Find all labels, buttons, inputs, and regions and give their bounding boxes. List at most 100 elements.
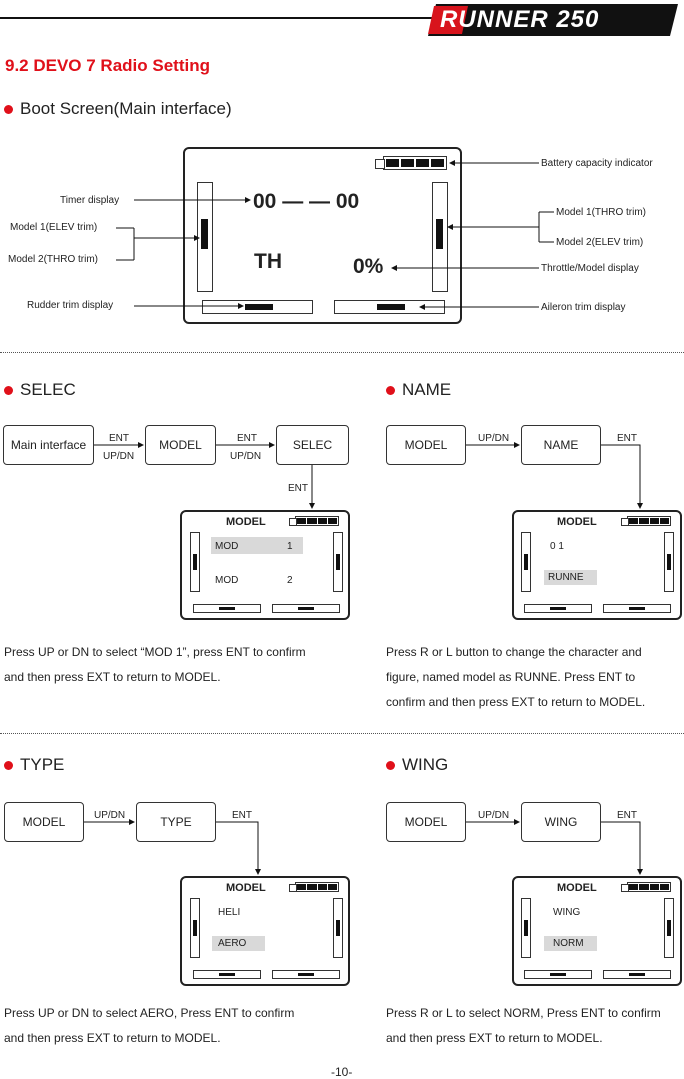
- left-trim: [190, 898, 200, 958]
- type-type-box: TYPE: [136, 802, 216, 842]
- left-trim-bar: [201, 219, 208, 249]
- mode-display: TH: [254, 250, 282, 273]
- label-model1-elev: Model 1(ELEV trim): [10, 222, 98, 233]
- selec-row2-value: 2: [287, 575, 293, 586]
- name-lcd: [512, 510, 682, 620]
- bottom-trim-left: [193, 970, 261, 979]
- timer-display: 00 — — 00: [253, 190, 360, 213]
- wing-updn: UP/DN: [478, 810, 510, 821]
- battery-tip: [289, 884, 297, 892]
- type-lcd-title: MODEL: [226, 882, 266, 894]
- type-highlight: [212, 936, 265, 951]
- bottom-trim-left-bar: [550, 973, 566, 976]
- bottom-trim-right: [272, 970, 340, 979]
- rudder-trim: [202, 300, 313, 314]
- right-trim-bar: [336, 920, 340, 936]
- wing-text-line-1: Press R or L to select NORM, Press ENT t…: [386, 1006, 661, 1020]
- boot-lcd: [183, 147, 462, 324]
- header-rule: [0, 17, 440, 19]
- name-highlight: [544, 570, 597, 585]
- bottom-trim-left: [193, 604, 261, 613]
- left-trim: [521, 898, 531, 958]
- name-ent: ENT: [617, 433, 637, 444]
- bottom-trim-right-bar: [629, 973, 645, 976]
- selec-highlight: [211, 537, 303, 554]
- name-text-line-3: confirm and then press EXT to return to …: [386, 695, 646, 709]
- label-aileron: Aileron trim display: [541, 302, 626, 313]
- bullet-icon: [4, 104, 13, 114]
- type-row1: HELI: [218, 907, 241, 918]
- bottom-trim-right-bar: [298, 973, 314, 976]
- bullet-icon: [4, 385, 13, 395]
- selec-row1-label: MOD: [215, 541, 239, 552]
- name-lcd-title: MODEL: [557, 516, 597, 528]
- right-trim: [664, 898, 674, 958]
- wing-highlight: [544, 936, 597, 951]
- page-number: -10-: [331, 1065, 353, 1079]
- name-row1: 0 1: [550, 541, 564, 552]
- rudder-trim-bar: [245, 304, 273, 310]
- wing-heading: WING: [386, 755, 448, 775]
- bottom-trim-left: [524, 604, 592, 613]
- selec-row2-label: MOD: [215, 575, 239, 586]
- name-heading-text: NAME: [402, 380, 452, 399]
- battery-tip: [621, 884, 629, 892]
- name-row2: RUNNE: [548, 572, 584, 583]
- runner-logo: [428, 4, 678, 36]
- divider-1: [0, 352, 684, 353]
- right-trim: [333, 532, 343, 592]
- type-model-box: MODEL: [4, 802, 84, 842]
- right-trim-bar: [436, 219, 443, 249]
- wing-row2: NORM: [553, 938, 584, 949]
- left-trim: [521, 532, 531, 592]
- type-updn: UP/DN: [94, 810, 126, 821]
- left-trim-bar: [193, 554, 197, 570]
- label-timer: Timer display: [60, 195, 120, 206]
- section-title: 9.2 DEVO 7 Radio Setting: [5, 56, 210, 75]
- bottom-trim-right: [603, 604, 671, 613]
- selec-updn-1: UP/DN: [103, 451, 135, 462]
- type-text: Press UP or DN to select AERO, Press ENT…: [4, 1001, 294, 1051]
- type-row2: AERO: [218, 938, 247, 949]
- selec-ent-1: ENT: [109, 433, 129, 444]
- boot-heading: Boot Screen(Main interface): [4, 99, 232, 119]
- type-ent: ENT: [232, 810, 252, 821]
- boot-heading-text: Boot Screen(Main interface): [20, 99, 232, 118]
- selec-text-line-2: and then press EXT to return to MODEL.: [4, 670, 221, 684]
- bottom-trim-left-bar: [219, 607, 235, 610]
- wing-text: Press R or L to select NORM, Press ENT t…: [386, 1001, 661, 1051]
- type-text-line-1: Press UP or DN to select AERO, Press ENT…: [4, 1006, 295, 1020]
- selec-lcd: [180, 510, 350, 620]
- name-heading: NAME: [386, 380, 451, 400]
- selec-ent-3: ENT: [288, 483, 308, 494]
- type-lcd: [180, 876, 350, 986]
- selec-updn-2: UP/DN: [230, 451, 262, 462]
- name-text-line-1: Press R or L button to change the charac…: [386, 645, 642, 659]
- bottom-trim-left: [524, 970, 592, 979]
- wing-wing-box: WING: [521, 802, 601, 842]
- label-model2-elev: Model 2(ELEV trim): [556, 237, 644, 248]
- bullet-icon: [386, 760, 395, 770]
- right-trim: [333, 898, 343, 958]
- wing-heading-text: WING: [402, 755, 449, 774]
- bottom-trim-right-bar: [298, 607, 314, 610]
- selec-ent-2: ENT: [237, 433, 257, 444]
- selec-text-line-1: Press UP or DN to select “MOD 1”, press …: [4, 645, 306, 659]
- bottom-trim-right: [603, 970, 671, 979]
- bottom-trim-left-bar: [219, 973, 235, 976]
- label-battery: Battery capacity indicator: [541, 158, 653, 169]
- selec-text: Press UP or DN to select “MOD 1”, press …: [4, 640, 306, 690]
- bottom-trim-left-bar: [550, 607, 566, 610]
- left-trim: [190, 532, 200, 592]
- wing-ent: ENT: [617, 810, 637, 821]
- name-model-box: MODEL: [386, 425, 466, 465]
- label-throttle-model: Throttle/Model display: [541, 263, 639, 274]
- throttle-display: 0%: [353, 255, 384, 278]
- name-name-box: NAME: [521, 425, 601, 465]
- bullet-icon: [4, 760, 13, 770]
- battery-tip: [621, 518, 629, 526]
- type-text-line-2: and then press EXT to return to MODEL.: [4, 1031, 221, 1045]
- battery-tip: [375, 159, 385, 169]
- selec-main-interface-box: Main interface: [3, 425, 94, 465]
